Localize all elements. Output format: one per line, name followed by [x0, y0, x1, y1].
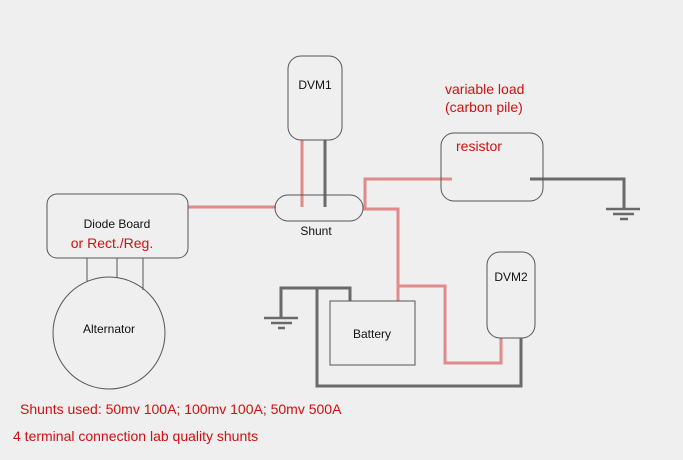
resistor: resistor [440, 132, 544, 202]
diode-board: Diode Board or Rect./Reg. [46, 193, 189, 259]
alternator: Alternator [52, 258, 166, 390]
resistor-label: resistor [456, 138, 502, 154]
wire-dvm2-negative [315, 288, 523, 388]
battery: Battery [329, 300, 416, 366]
diode-board-label: Diode Board [84, 217, 151, 231]
dvm2-label: DVM2 [494, 270, 528, 284]
dvm2: DVM2 [486, 251, 536, 339]
positive-wires [188, 140, 503, 365]
load-note-line2: (carbon pile) [445, 99, 523, 115]
shunts-used-note: Shunts used: 50mv 100A; 100mv 100A; 50mv… [20, 401, 342, 417]
wire-shunt-to-resistor [363, 177, 452, 209]
shunt-label: Shunt [300, 224, 332, 238]
shunt-quality-note: 4 terminal connection lab quality shunts [13, 428, 258, 444]
alternator-label: Alternator [83, 322, 135, 336]
load-note-line1: variable load [445, 81, 524, 97]
battery-label: Battery [353, 327, 391, 341]
ground-icon [264, 316, 298, 330]
wire-resistor-to-ground [530, 177, 626, 208]
shunt: Shunt [274, 194, 364, 238]
ground-icon [606, 207, 640, 221]
diode-board-alt-label: or Rect./Reg. [71, 235, 153, 251]
dvm1: DVM1 [287, 55, 343, 141]
dvm1-label: DVM1 [298, 78, 332, 92]
wire-shunt-to-battery [363, 207, 400, 301]
wire-battery-to-dvm2 [398, 284, 503, 365]
negative-wires [279, 140, 626, 388]
